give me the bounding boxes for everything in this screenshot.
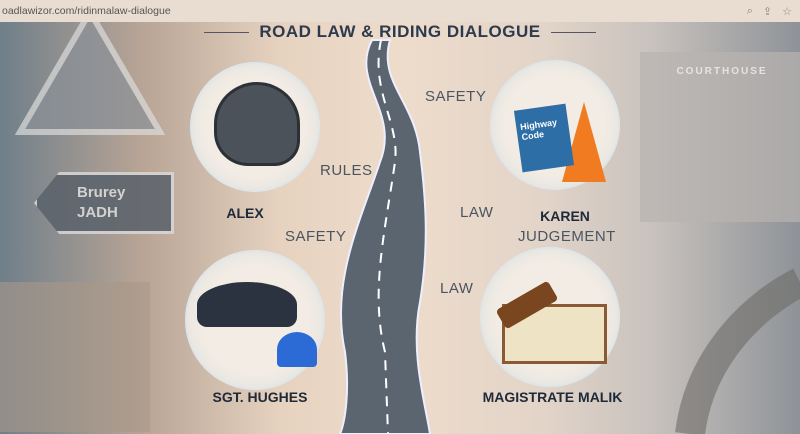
share-icon[interactable]: ⇪ [762, 5, 773, 18]
road-illustration [0, 22, 800, 434]
illustration: COURTHOUSE ROAD LAW & RIDING DIALOGUE Br… [0, 22, 800, 434]
courthouse-bg [640, 52, 800, 222]
road [338, 39, 432, 434]
helmet-icon [214, 82, 300, 166]
keyword-safety: SAFETY [285, 228, 347, 245]
address-bar[interactable]: oadlawizor.com/ridinmalaw-dialogue ⌕ ⇪ ☆ [0, 0, 800, 22]
keyword-judgement: JUDGEMENT [518, 228, 616, 245]
name-alex: ALEX [226, 205, 264, 221]
malik-bubble [480, 247, 620, 387]
keyword-rules: RULES [320, 162, 373, 179]
keyword-safety: SAFETY [425, 88, 487, 105]
courthouse-text: COURTHOUSE [676, 66, 768, 77]
name-malik: MAGISTRATE MALIK [482, 389, 623, 405]
hughes-bubble [185, 250, 325, 390]
star-icon[interactable]: ☆ [782, 5, 792, 18]
highway-code-book: Highway Code [513, 103, 575, 173]
sign-text: Brurey [77, 184, 126, 201]
page-title: ROAD LAW & RIDING DIALOGUE [0, 22, 800, 42]
warning-sign-icon [14, 22, 166, 135]
keyword-law: LAW [460, 204, 494, 221]
zoom-icon[interactable]: ⌕ [746, 4, 753, 17]
name-karen: KAREN [540, 208, 590, 224]
alex-bubble [190, 62, 320, 192]
keyword-law: LAW [440, 280, 474, 297]
law-book-icon [502, 304, 607, 364]
siren-icon [277, 332, 317, 367]
police-cap-icon [197, 282, 297, 327]
sign-text: JADH [77, 204, 118, 221]
url-text[interactable]: oadlawizor.com/ridinmalaw-dialogue [2, 5, 171, 17]
name-hughes: SGT. HUGHES [212, 389, 308, 405]
